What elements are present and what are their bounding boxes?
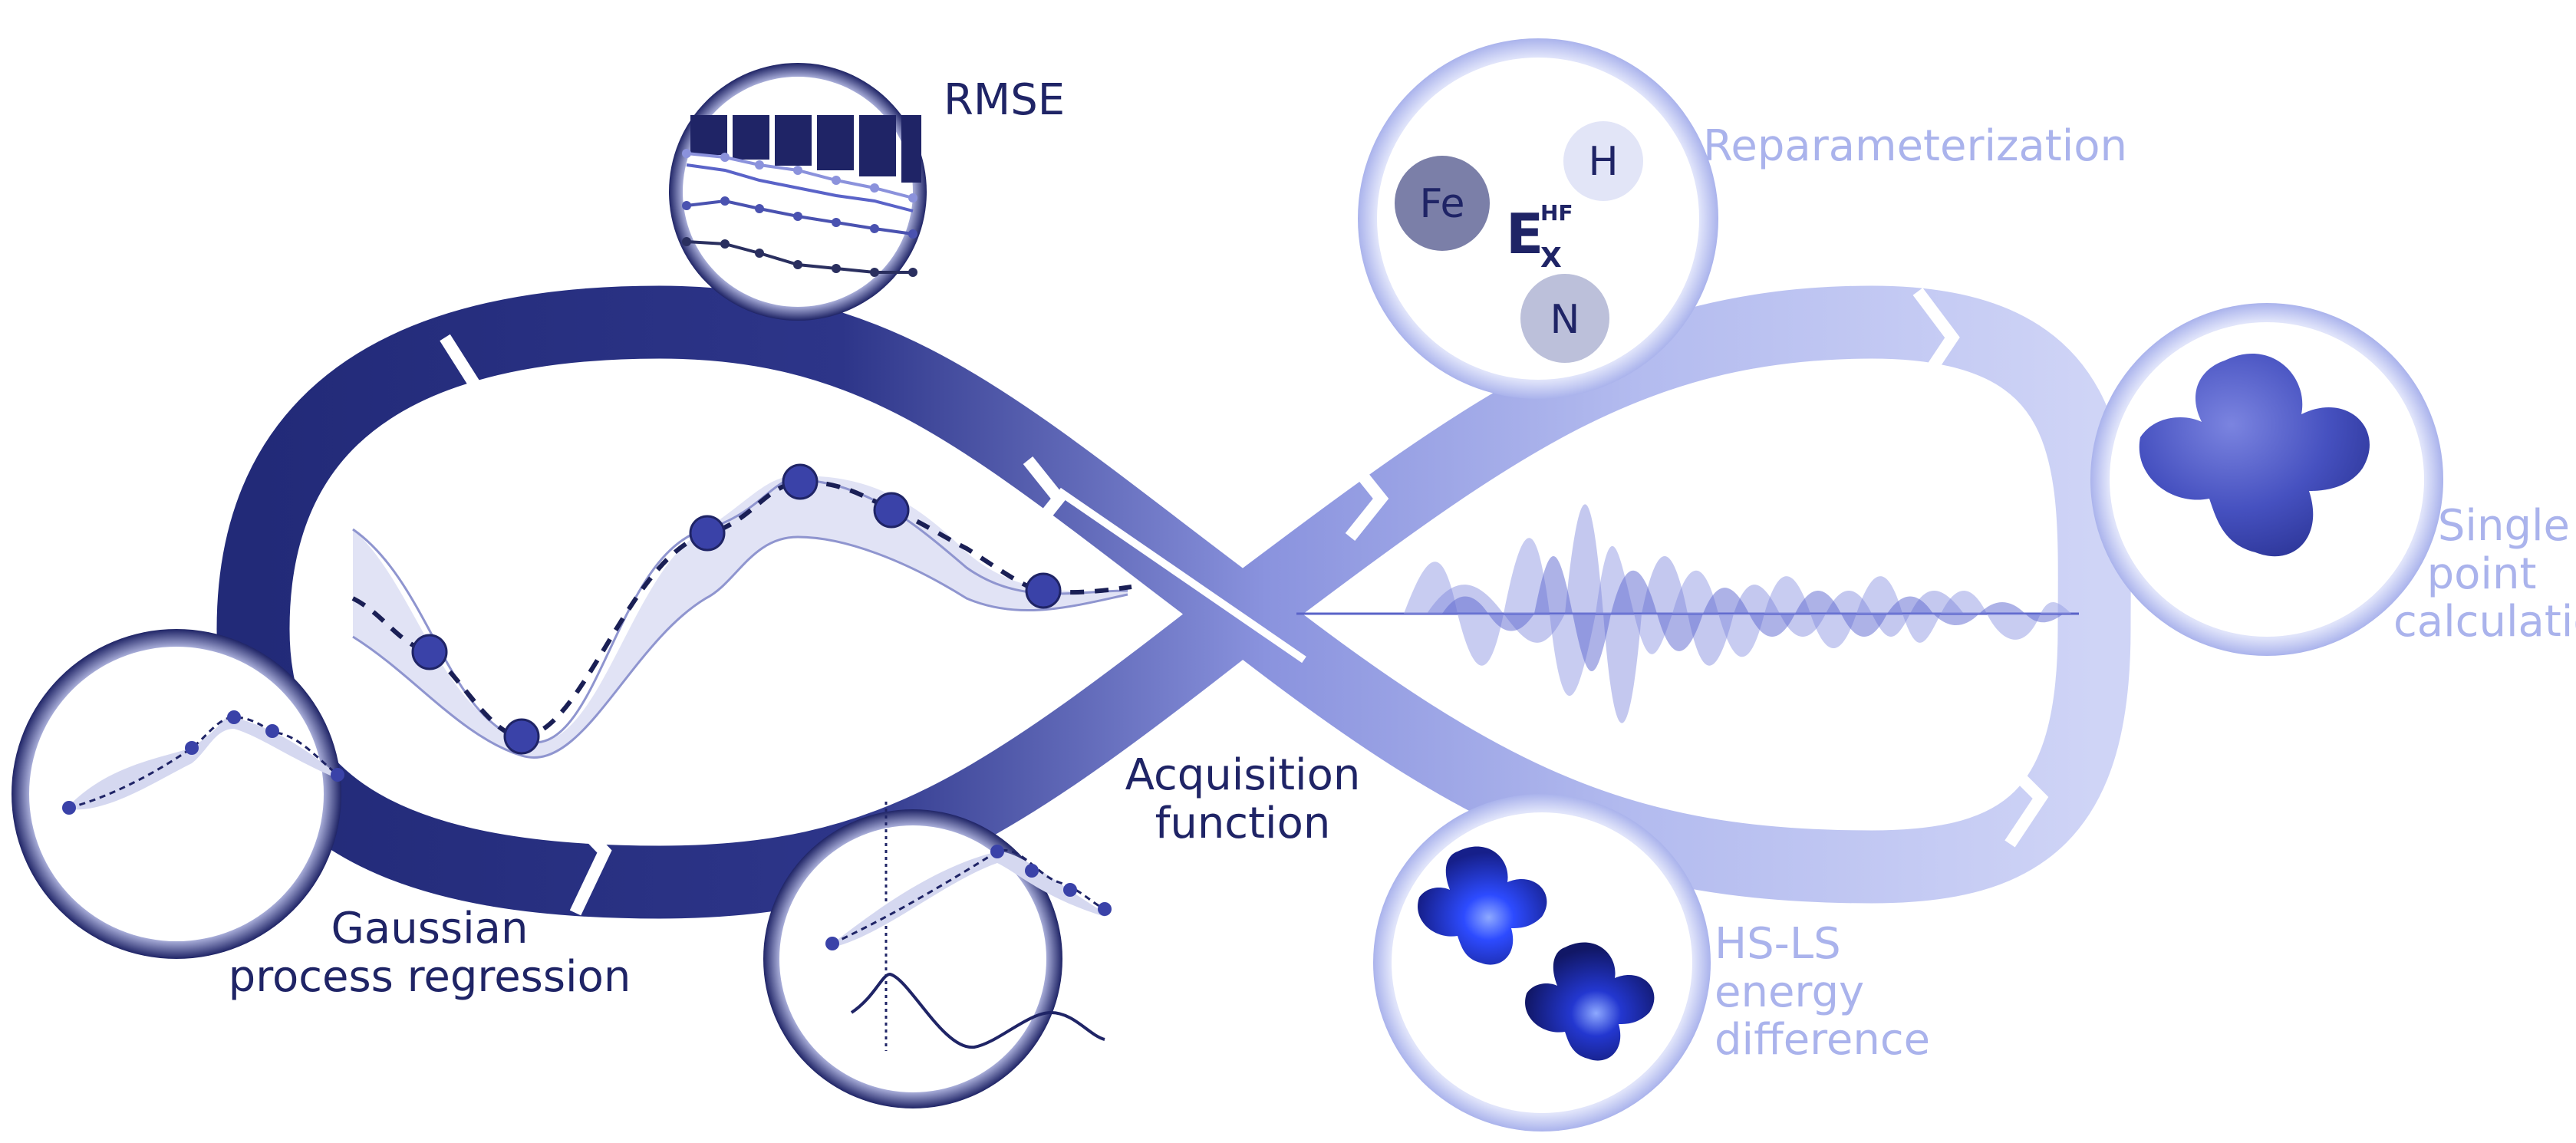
infinity-loop bbox=[216, 285, 2131, 919]
single-point-line2: point bbox=[2426, 548, 2537, 599]
n-label: N bbox=[1550, 297, 1580, 343]
gpr-main-plot bbox=[351, 463, 1132, 759]
reparameterization-circle: Fe H N E X HF bbox=[1358, 38, 1718, 399]
rmse-bar-chart bbox=[690, 115, 921, 183]
hsls-line2: energy bbox=[1715, 967, 1865, 1017]
rmse-circle bbox=[669, 63, 927, 321]
gpr-label-line1: Gaussian bbox=[331, 904, 529, 954]
high-spin-blob bbox=[1418, 846, 1547, 965]
wave-signal-plot bbox=[1296, 504, 2079, 723]
hsls-line1: HS-LS bbox=[1715, 919, 1841, 969]
exchange-energy-sub: X bbox=[1540, 242, 1562, 274]
h-label: H bbox=[1588, 139, 1618, 185]
orbital-blob bbox=[2139, 353, 2370, 557]
acquisition-function-label: Acquisition function bbox=[1105, 750, 1381, 848]
hsls-circle bbox=[1373, 794, 1711, 1131]
fe-label: Fe bbox=[1419, 181, 1464, 227]
gpr-label-line2: process regression bbox=[228, 951, 631, 1002]
single-point-line1: Single bbox=[2437, 501, 2570, 551]
h-atom bbox=[1563, 121, 1643, 201]
n-atom bbox=[1520, 274, 1609, 363]
fe-atom bbox=[1395, 156, 1490, 251]
acquisition-label-line2: function bbox=[1155, 798, 1331, 848]
low-spin-blob bbox=[1525, 942, 1655, 1061]
acquisition-label-line1: Acquisition bbox=[1125, 750, 1361, 800]
rmse-label: RMSE bbox=[944, 75, 1066, 125]
single-point-line3: calculation bbox=[2393, 597, 2576, 647]
acquisition-circle bbox=[763, 802, 1112, 1108]
single-point-circle bbox=[2090, 303, 2443, 656]
exchange-energy-E: E bbox=[1506, 202, 1543, 266]
hsls-label: HS-LS energy difference bbox=[1715, 919, 1931, 1066]
gpr-label: Gaussian process regression bbox=[192, 904, 667, 1002]
reparameterization-label: Reparameterization bbox=[1703, 121, 2128, 171]
exchange-energy-sup: HF bbox=[1540, 200, 1573, 226]
single-point-label: Single point calculation bbox=[2393, 501, 2576, 647]
hsls-line3: difference bbox=[1715, 1015, 1931, 1066]
gpr-circle bbox=[12, 629, 344, 959]
